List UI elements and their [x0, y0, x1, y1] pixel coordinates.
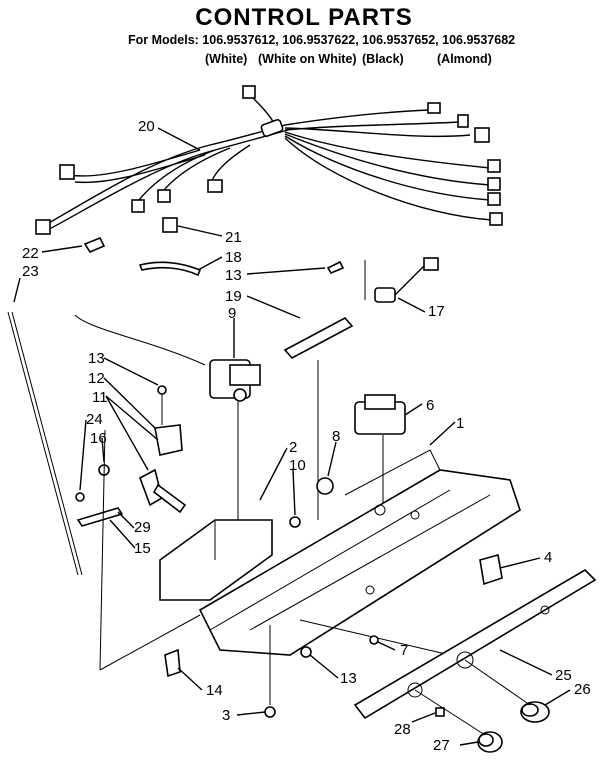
- variant-black: (Black): [362, 52, 404, 66]
- callout-3: 3: [222, 707, 230, 724]
- leader-lines: [13, 127, 571, 746]
- callout-21: 21: [225, 229, 242, 246]
- callout-19: 19: [225, 288, 242, 305]
- part-10-screw: [289, 516, 301, 528]
- callout-14: 14: [206, 682, 223, 699]
- part-2-bracket: [159, 519, 273, 601]
- part-13-screw-left: [157, 385, 167, 395]
- part-22-bracket: [83, 236, 106, 254]
- callout-26: 26: [574, 681, 591, 698]
- page-title: CONTROL PARTS: [195, 4, 413, 31]
- part-17-thermistor: [364, 257, 439, 303]
- capillary-line: [74, 314, 206, 366]
- part-13-screw-bottom: [300, 646, 312, 658]
- part-14-clip: [164, 648, 181, 678]
- callout-13-left: 13: [88, 350, 105, 367]
- part-8-knob: [316, 477, 334, 495]
- callout-17: 17: [428, 303, 445, 320]
- callout-15: 15: [134, 540, 151, 557]
- part-9-control: [209, 359, 261, 402]
- part-11-knob-shaft: [139, 468, 187, 514]
- callout-16: 16: [90, 430, 107, 447]
- variant-white: (White): [205, 52, 248, 66]
- callout-25: 25: [555, 667, 572, 684]
- part-13-screw-top: [326, 260, 345, 275]
- part-3-screw: [264, 706, 276, 718]
- callout-28: 28: [394, 721, 411, 738]
- callout-2: 2: [289, 439, 297, 456]
- callout-9: 9: [228, 305, 236, 322]
- callout-10: 10: [289, 457, 306, 474]
- callout-23: 23: [22, 263, 39, 280]
- callout-20: 20: [138, 118, 155, 135]
- part-23-rod: [7, 311, 79, 576]
- model-numbers: For Models: 106.9537612, 106.9537622, 10…: [128, 33, 516, 47]
- part-1-control-housing: [198, 449, 521, 656]
- part-19-tube: [283, 316, 354, 360]
- variant-almond: (Almond): [437, 52, 492, 66]
- callout-13-bottom: 13: [340, 670, 357, 687]
- part-24-washer: [75, 492, 85, 502]
- variant-white-on-white: (White on White): [258, 52, 357, 66]
- callout-11: 11: [92, 389, 108, 406]
- wiring-harness: [35, 85, 503, 235]
- part-29-lever: [76, 507, 124, 527]
- callout-18: 18: [225, 249, 242, 266]
- callout-27: 27: [433, 737, 450, 754]
- part-25-panel: [353, 568, 597, 720]
- part-12-bracket: [154, 424, 183, 456]
- guide-line-left: [99, 429, 106, 671]
- callout-13-top: 13: [225, 267, 242, 284]
- callout-1: 1: [456, 415, 464, 432]
- callout-7: 7: [400, 642, 408, 659]
- callout-6: 6: [426, 397, 434, 414]
- callout-4: 4: [544, 549, 552, 566]
- part-26-knob: [520, 701, 550, 723]
- part-4-switch: [479, 553, 503, 586]
- callout-22: 22: [22, 245, 39, 262]
- part-27-knob: [477, 731, 503, 753]
- part-21-clip: [162, 217, 178, 233]
- part-6-damper: [354, 394, 406, 435]
- part-28-clip: [435, 707, 445, 717]
- callout-29: 29: [134, 519, 151, 536]
- part-7-screw: [369, 635, 379, 645]
- callout-8: 8: [332, 428, 340, 445]
- callout-24: 24: [86, 411, 103, 428]
- callout-12: 12: [88, 370, 105, 387]
- part-18-tube: [138, 261, 202, 277]
